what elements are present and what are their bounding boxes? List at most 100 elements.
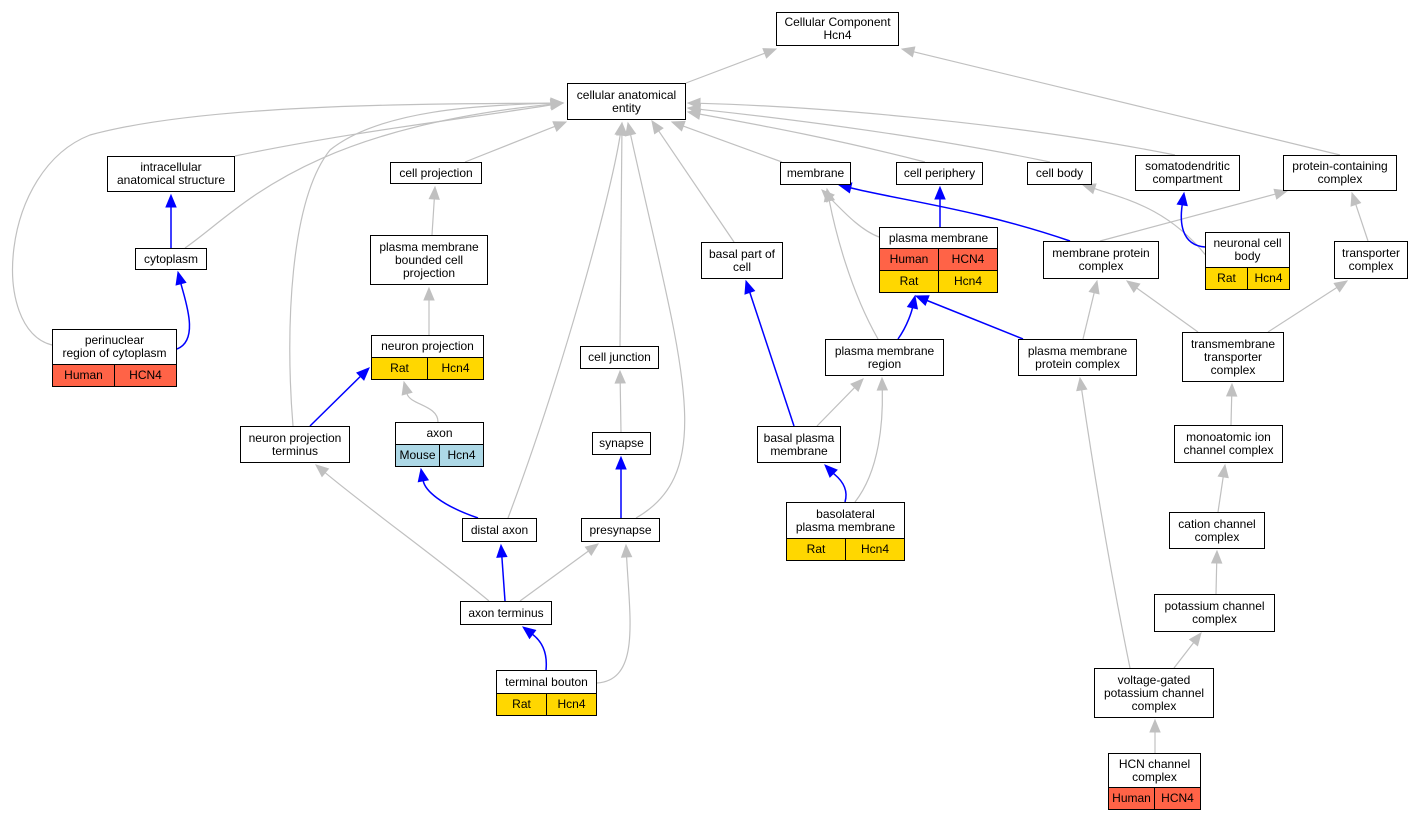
go-term-label: neuronal cell body [1213,236,1282,263]
edge-arrowhead [620,543,633,558]
go-term-monoatomic[interactable]: monoatomic ion channel complex [1174,425,1283,463]
go-term-tm-transporter[interactable]: transmembrane transporter complex [1182,332,1284,382]
go-term-label: terminal bouton [505,674,588,689]
edge-is-a-cytoplasm-to-cae [184,103,552,249]
go-term-label: cell junction [588,350,651,364]
gene-symbol: HCN4 [1154,788,1200,809]
go-term-pm-protein-complex[interactable]: plasma membrane protein complex [1018,339,1137,376]
edge-is-a-npt-to-cae [289,102,552,427]
go-term-somatodendritic[interactable]: somatodendritic compartment [1135,155,1240,191]
go-term-label: basal part of cell [708,246,776,274]
edge-is-a-protein-containing-to-cc-root [913,51,1341,156]
go-term-cc-root[interactable]: Cellular Component Hcn4 [776,12,899,46]
edge-arrowhead [651,119,664,135]
edge-arrowhead [900,46,916,58]
edge-is-a-membrane-to-cae [683,125,783,163]
go-term-distal-axon[interactable]: distal axon [462,518,537,542]
go-term-label: membrane [786,166,845,180]
go-term-membrane[interactable]: membrane [780,162,851,185]
go-term-cation[interactable]: cation channel complex [1169,512,1265,549]
edge-is-a-cell-periphery-to-cae [699,113,926,163]
edge-is-a-cation-to-monoatomic [1217,476,1224,513]
go-term-label: synapse [599,436,644,450]
edge-arrowhead [175,270,187,286]
edge-is-a-terminal-bouton-to-presynapse [596,556,631,684]
species-name: Rat [899,274,919,288]
go-term-axon-terminus[interactable]: axon terminus [460,601,552,625]
go-term-label: cell periphery [903,166,976,180]
go-term-basal-pm[interactable]: basal plasma membrane [757,426,841,463]
edge-is-a-plasma-membrane-to-membrane [830,198,880,238]
go-term-protein-containing[interactable]: protein-containing complex [1283,155,1397,191]
edge-part-of-basolateral-pm-to-basal-pm [832,472,847,503]
edge-arrowhead [1076,376,1088,392]
edge-is-a-ias-to-cae [234,104,552,157]
edge-arrowhead [1350,191,1362,207]
go-term-label: plasma membrane bounded cell projection [379,239,479,280]
species-name: Human [1112,791,1151,805]
edge-is-a-perinuclear-to-cae [12,102,552,346]
edge-arrowhead [616,121,628,136]
edge-part-of-pm-protein-complex-to-plasma-membrane [926,299,1024,340]
edge-is-a-axon-terminus-to-presynapse [519,550,589,602]
go-term-label: axon [426,426,453,440]
go-term-presynapse[interactable]: presynapse [581,518,660,542]
go-term-ias[interactable]: intracellular anatomical structure [107,156,235,192]
edge-is-a-distal-axon-to-cae [507,134,621,519]
go-term-synapse[interactable]: synapse [592,432,651,455]
gene-symbol: Hcn4 [938,271,997,292]
edge-is-a-basolateral-pm-to-pm-region [854,389,883,503]
go-term-label: membrane protein complex [1052,246,1150,273]
go-term-cell-junction[interactable]: cell junction [580,346,659,369]
edge-arrowhead [417,467,430,483]
edge-is-a-basal-part-to-cae [658,130,735,243]
go-term-label: HCN channel complex [1118,756,1191,784]
edge-part-of-terminal-bouton-to-axon-terminus [532,633,548,671]
edge-is-a-membrane-protein-complex-to-protein-containing [1099,193,1276,242]
edge-is-a-axon-terminus-to-npt [324,472,490,602]
go-term-basal-part[interactable]: basal part of cell [701,242,783,279]
go-term-cell-projection[interactable]: cell projection [390,162,482,184]
gene-symbol: Hcn4 [1247,268,1289,289]
go-term-npt[interactable]: neuron projection terminus [240,426,350,463]
edge-arrowhead [423,286,435,301]
edge-arrowhead [670,120,686,132]
go-term-cell-periphery[interactable]: cell periphery [896,162,983,185]
edge-arrowhead [315,464,330,478]
species-annotation-row: Rat Hcn4 [880,270,997,292]
go-term-label: potassium channel complex [1164,599,1265,626]
go-term-label: neuron projection terminus [248,430,342,458]
edge-arrowhead [762,48,778,59]
go-term-vg-potassium[interactable]: voltage-gated potassium channel complex [1094,668,1214,718]
edge-arrowhead [1088,279,1100,295]
go-term-cytoplasm[interactable]: cytoplasm [135,248,207,270]
go-term-membrane-protein-complex[interactable]: membrane protein complex [1043,241,1159,279]
go-term-transporter[interactable]: transporter complex [1334,241,1408,279]
edge-arrowhead [552,121,568,132]
edge-part-of-membrane-protein-complex-to-membrane [850,187,1071,242]
edge-is-a-tm-transporter-to-membrane-protein-complex [1136,287,1199,333]
gene-symbol: Hcn4 [845,539,904,560]
go-term-cell-body[interactable]: cell body [1027,162,1092,185]
go-term-pmbcp[interactable]: plasma membrane bounded cell projection [370,235,488,285]
go-term-label: somatodendritic compartment [1145,159,1230,186]
go-term-potassium[interactable]: potassium channel complex [1154,594,1275,632]
gene-symbol: Hcn4 [427,358,483,379]
go-term-label: presynapse [589,522,652,537]
go-term-label: plasma membrane region [834,343,935,371]
go-term-pm-region[interactable]: plasma membrane region [825,339,944,376]
go-term-cae[interactable]: cellular anatomical entity [567,83,686,120]
